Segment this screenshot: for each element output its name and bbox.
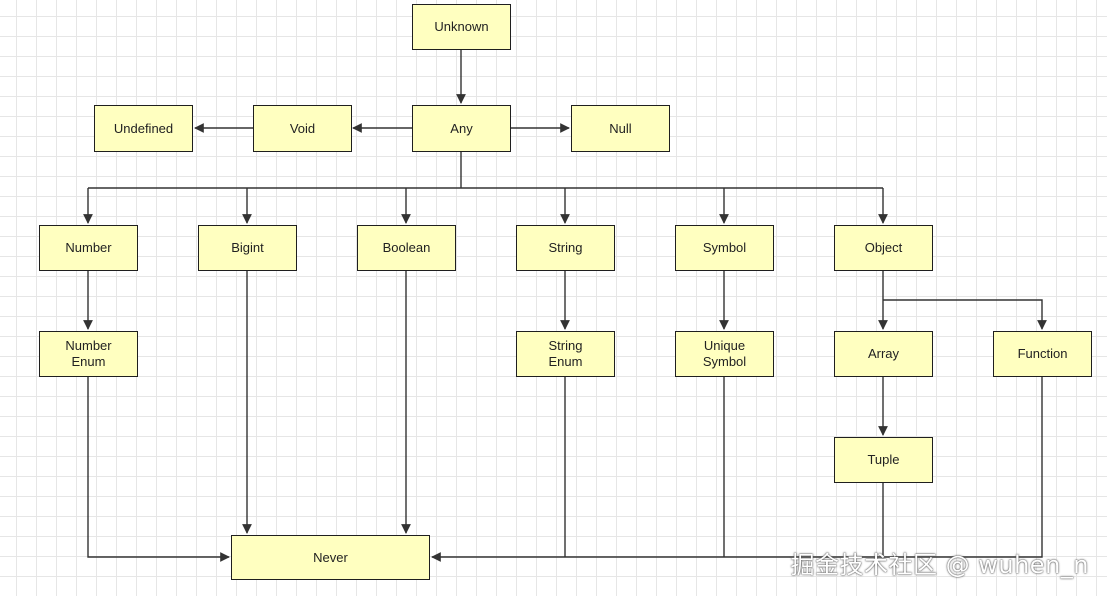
watermark-text: 掘金技术社区 @ wuhen_n [790,551,1089,579]
node-undefined: Undefined [94,105,193,152]
edge-numberenum-never [87,377,230,562]
node-symbol: Symbol [675,225,774,271]
node-tuple: Tuple [834,437,933,483]
node-boolean: Boolean [357,225,456,271]
node-unknown: Unknown [412,4,511,50]
node-number: Number [39,225,138,271]
edge-any-bus [88,152,883,189]
node-function: Function [993,331,1092,377]
node-void: Void [253,105,352,152]
node-object: Object [834,225,933,271]
node-string-enum: String Enum [516,331,615,377]
node-unique-symbol: Unique Symbol [675,331,774,377]
node-string: String [516,225,615,271]
edge-right-never [431,377,1043,562]
node-null: Null [571,105,670,152]
node-array: Array [834,331,933,377]
edge-object-function [883,299,1047,330]
node-never: Never [231,535,430,580]
node-number-enum: Number Enum [39,331,138,377]
node-any: Any [412,105,511,152]
node-bigint: Bigint [198,225,297,271]
